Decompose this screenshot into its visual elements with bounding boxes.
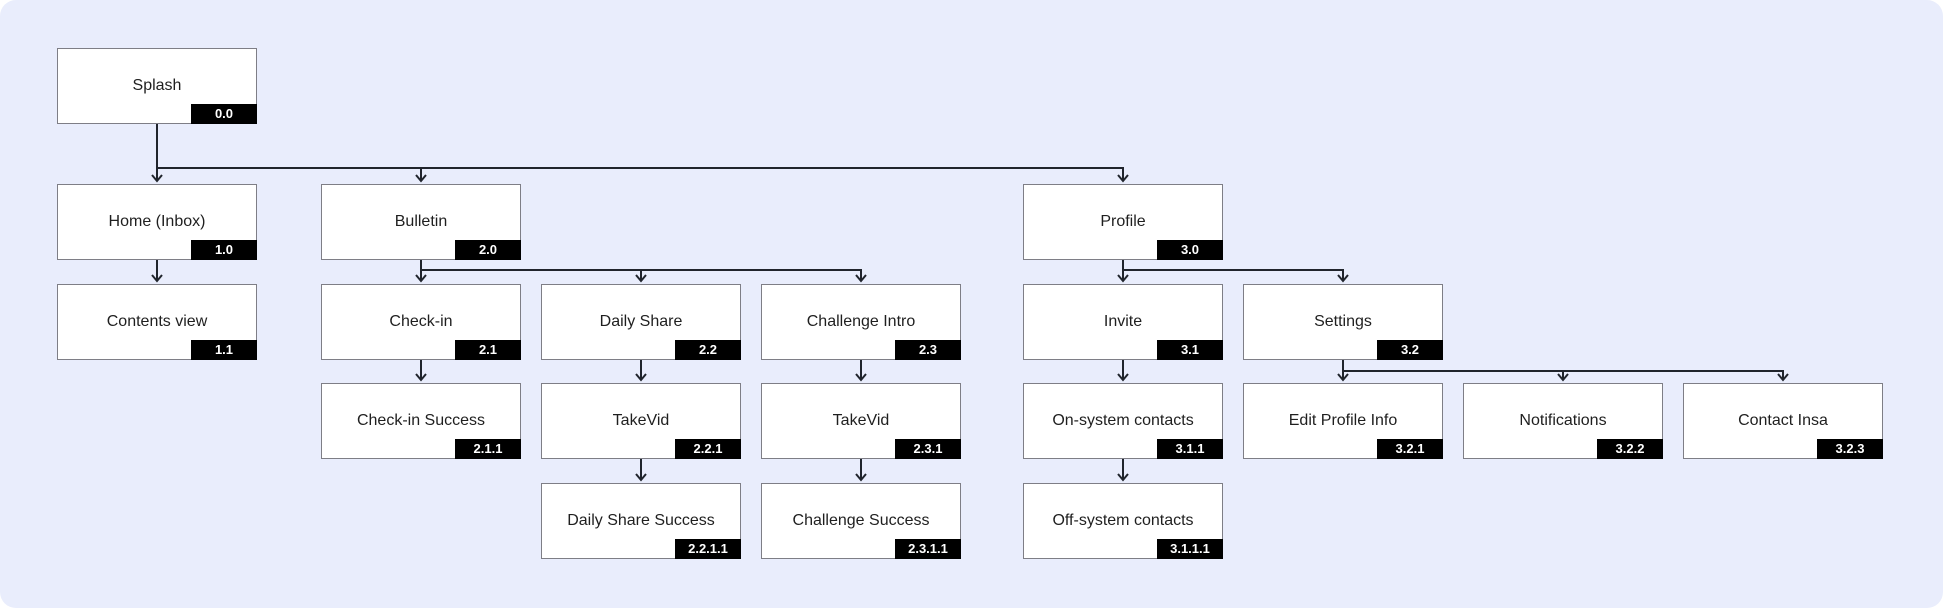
connector-profile-settings bbox=[1122, 260, 1349, 283]
node-home-inbox[interactable]: Home (Inbox) 1.0 bbox=[57, 184, 257, 260]
node-contents-view[interactable]: Contents view 1.1 bbox=[57, 284, 257, 360]
node-id-badge: 3.1.1 bbox=[1157, 439, 1223, 459]
node-id-badge: 2.3.1 bbox=[895, 439, 961, 459]
node-notifications[interactable]: Notifications 3.2.2 bbox=[1463, 383, 1663, 459]
node-id-badge: 3.2.3 bbox=[1817, 439, 1883, 459]
node-id-badge: 2.2.1.1 bbox=[675, 539, 741, 559]
node-invite[interactable]: Invite 3.1 bbox=[1023, 284, 1223, 360]
node-contact-insa[interactable]: Contact Insa 3.2.3 bbox=[1683, 383, 1883, 459]
node-id-badge: 1.1 bbox=[191, 340, 257, 360]
node-label: Daily Share Success bbox=[567, 512, 715, 529]
node-edit-profile-info[interactable]: Edit Profile Info 3.2.1 bbox=[1243, 383, 1443, 459]
node-check-in[interactable]: Check-in 2.1 bbox=[321, 284, 521, 360]
node-label: Contact Insa bbox=[1738, 412, 1828, 429]
node-label: Profile bbox=[1100, 213, 1146, 230]
node-label: Splash bbox=[132, 77, 182, 94]
node-label: Check-in Success bbox=[356, 412, 486, 429]
connector-bulletin-dailyshare bbox=[420, 260, 647, 283]
node-bulletin[interactable]: Bulletin 2.0 bbox=[321, 184, 521, 260]
connector-splash-bulletin bbox=[156, 124, 427, 183]
node-id-badge: 3.2.2 bbox=[1597, 439, 1663, 459]
connector-settings-contactinsa bbox=[1342, 360, 1789, 382]
node-id-badge: 3.2 bbox=[1377, 340, 1443, 360]
node-id-badge: 2.1 bbox=[455, 340, 521, 360]
connector-bulletin-challengeintro bbox=[420, 260, 867, 283]
node-label: Home (Inbox) bbox=[108, 213, 206, 230]
node-splash[interactable]: Splash 0.0 bbox=[57, 48, 257, 124]
node-id-badge: 1.0 bbox=[191, 240, 257, 260]
node-id-badge: 2.0 bbox=[455, 240, 521, 260]
node-daily-share[interactable]: Daily Share 2.2 bbox=[541, 284, 741, 360]
node-takevid-2-3-1[interactable]: TakeVid 2.3.1 bbox=[761, 383, 961, 459]
node-id-badge: 2.2 bbox=[675, 340, 741, 360]
node-id-badge: 3.0 bbox=[1157, 240, 1223, 260]
node-id-badge: 3.1 bbox=[1157, 340, 1223, 360]
node-on-system-contacts[interactable]: On-system contacts 3.1.1 bbox=[1023, 383, 1223, 459]
node-label: Contents view bbox=[106, 313, 208, 330]
node-profile[interactable]: Profile 3.0 bbox=[1023, 184, 1223, 260]
node-label: Challenge Intro bbox=[806, 313, 916, 330]
node-off-system-contacts[interactable]: Off-system contacts 3.1.1.1 bbox=[1023, 483, 1223, 559]
node-id-badge: 2.1.1 bbox=[455, 439, 521, 459]
node-label: On-system contacts bbox=[1052, 412, 1194, 429]
node-label: Settings bbox=[1314, 313, 1372, 330]
node-check-in-success[interactable]: Check-in Success 2.1.1 bbox=[321, 383, 521, 459]
connector-settings-notifications bbox=[1342, 360, 1569, 382]
node-label: Off-system contacts bbox=[1052, 512, 1194, 529]
node-label: Check-in bbox=[389, 313, 453, 330]
node-label: Challenge Success bbox=[792, 512, 930, 529]
node-label: Daily Share bbox=[599, 313, 683, 330]
node-id-badge: 0.0 bbox=[191, 104, 257, 124]
node-id-badge: 3.1.1.1 bbox=[1157, 539, 1223, 559]
node-label: Edit Profile Info bbox=[1288, 412, 1398, 429]
node-label: TakeVid bbox=[832, 412, 890, 429]
node-id-badge: 2.3.1.1 bbox=[895, 539, 961, 559]
node-settings[interactable]: Settings 3.2 bbox=[1243, 284, 1443, 360]
node-id-badge: 2.2.1 bbox=[675, 439, 741, 459]
node-id-badge: 2.3 bbox=[895, 340, 961, 360]
node-challenge-intro[interactable]: Challenge Intro 2.3 bbox=[761, 284, 961, 360]
node-label: Notifications bbox=[1519, 412, 1607, 429]
node-daily-share-success[interactable]: Daily Share Success 2.2.1.1 bbox=[541, 483, 741, 559]
node-label: Invite bbox=[1103, 313, 1143, 330]
node-challenge-success[interactable]: Challenge Success 2.3.1.1 bbox=[761, 483, 961, 559]
node-id-badge: 3.2.1 bbox=[1377, 439, 1443, 459]
node-label: TakeVid bbox=[612, 412, 670, 429]
node-takevid-2-2-1[interactable]: TakeVid 2.2.1 bbox=[541, 383, 741, 459]
connector-splash-profile bbox=[156, 124, 1129, 183]
node-label: Bulletin bbox=[394, 213, 448, 230]
